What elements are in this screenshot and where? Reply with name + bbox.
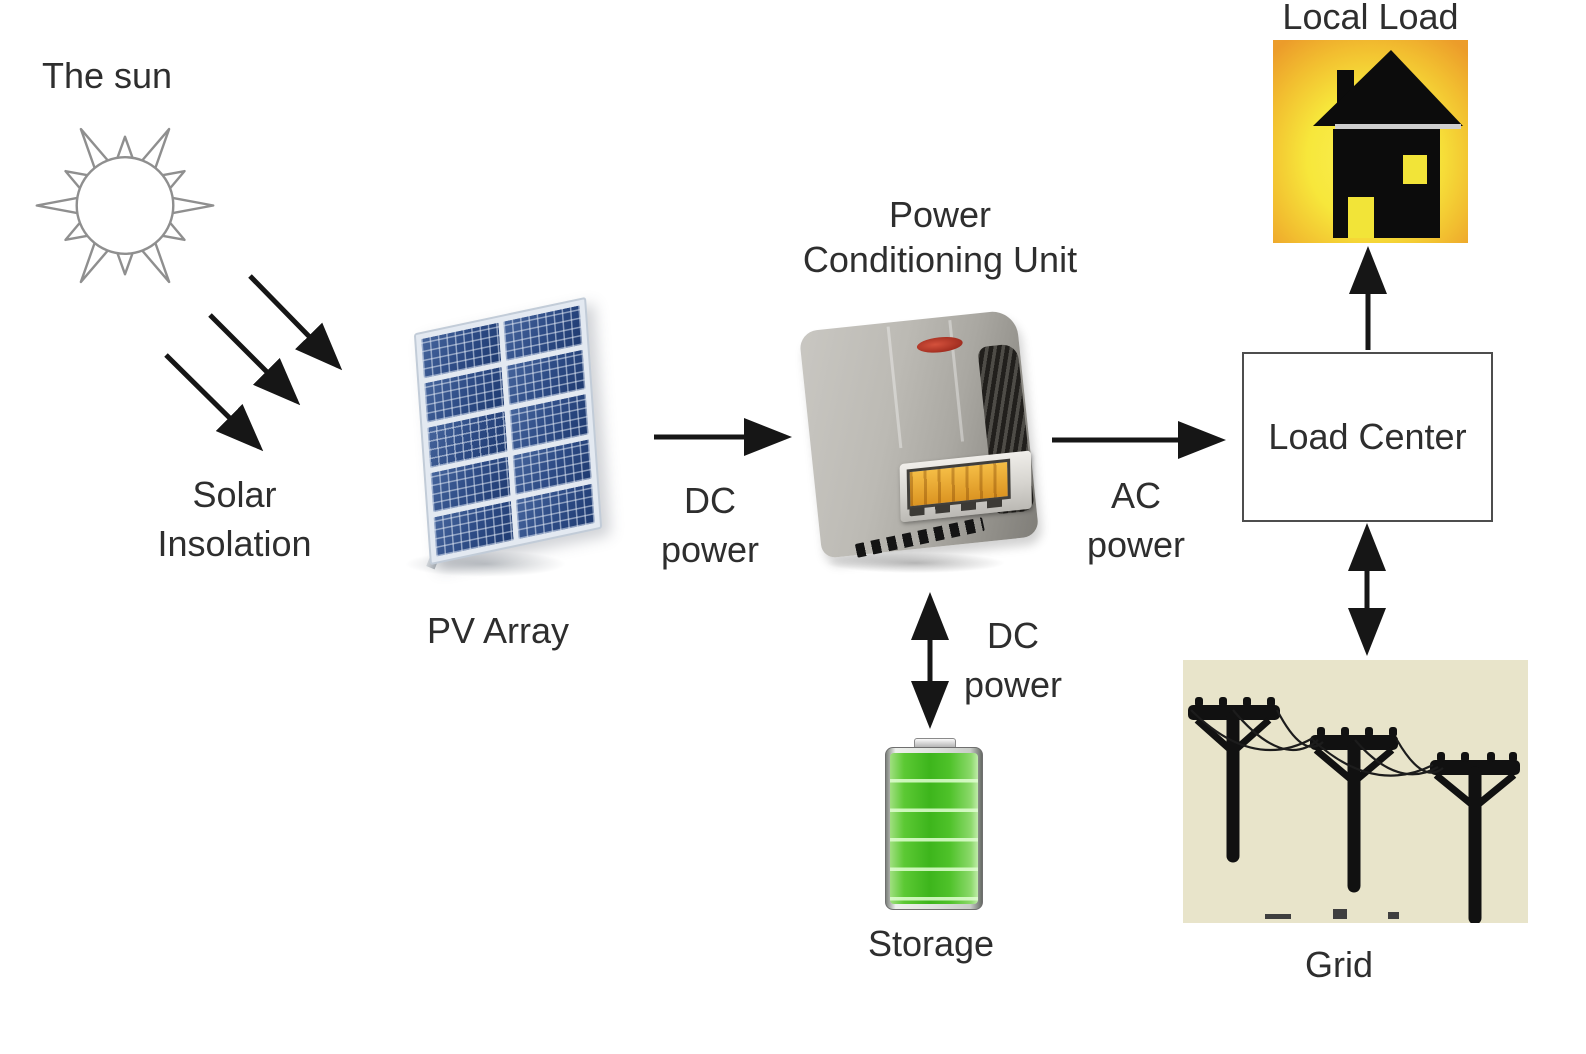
ac-power-label: AC power [1071, 471, 1201, 569]
pv-array-icon [396, 296, 636, 588]
solar-ray-arrow-1 [248, 274, 343, 371]
power-wire [1354, 739, 1439, 776]
solar-insolation-line2: Insolation [157, 523, 312, 564]
house-icon [1273, 40, 1468, 243]
house-window [1403, 155, 1427, 184]
dc-storage-line2: power [963, 664, 1063, 705]
pcu-title: Power Conditioning Unit [790, 192, 1090, 282]
pcu-image [798, 306, 1050, 574]
storage-label: Storage [867, 923, 995, 964]
pcu-title-line1: Power [888, 194, 992, 235]
cropped-caption-fragment [1333, 909, 1347, 919]
ac-power-line1: AC [1110, 475, 1161, 516]
pcu-body [798, 309, 1040, 559]
pv-array-panel [413, 296, 603, 566]
load-center-box: Load Center [1242, 352, 1493, 522]
pv-array-shadow [398, 550, 573, 578]
dc-storage-label: DC power [948, 611, 1078, 709]
ac-power-line2: power [1086, 524, 1186, 565]
cropped-caption-fragment [1388, 912, 1399, 919]
local-load-label: Local Load [1282, 0, 1459, 37]
pcu-title-line2: Conditioning Unit [802, 239, 1078, 280]
solar-ray-arrow-2 [208, 313, 301, 406]
pcu-seam [886, 326, 903, 449]
pv-array-label: PV Array [426, 610, 570, 651]
power-wire [1312, 739, 1434, 777]
solar-insolation-label: Solar Insolation [132, 470, 337, 568]
power-wire [1190, 709, 1314, 752]
pcu-brand-logo [916, 334, 964, 355]
dc-storage-line1: DC [987, 615, 1039, 656]
dc-power-line1: DC [684, 480, 736, 521]
dc-power-label: DC power [645, 476, 775, 574]
dc-power-line2: power [660, 529, 760, 570]
power-lines-icon [1183, 660, 1528, 925]
power-lines-drawing [1188, 697, 1520, 925]
grid-label: Grid [1304, 944, 1373, 985]
load-center-label: Load Center [1268, 416, 1467, 457]
solar-insolation-line1: Solar [192, 474, 277, 515]
battery-icon [885, 738, 983, 910]
power-wire [1396, 739, 1444, 774]
house-roof [1313, 50, 1463, 126]
cropped-caption-fragment [1265, 914, 1291, 919]
power-wire [1232, 709, 1319, 752]
sun-icon [35, 127, 215, 284]
house-door [1348, 197, 1374, 238]
pcu-shadow [818, 552, 1013, 574]
battery-charge-level [890, 753, 978, 904]
solar-ray-arrow-3 [164, 353, 264, 452]
sun-label: The sun [42, 55, 173, 96]
house-eave-line [1335, 124, 1461, 129]
